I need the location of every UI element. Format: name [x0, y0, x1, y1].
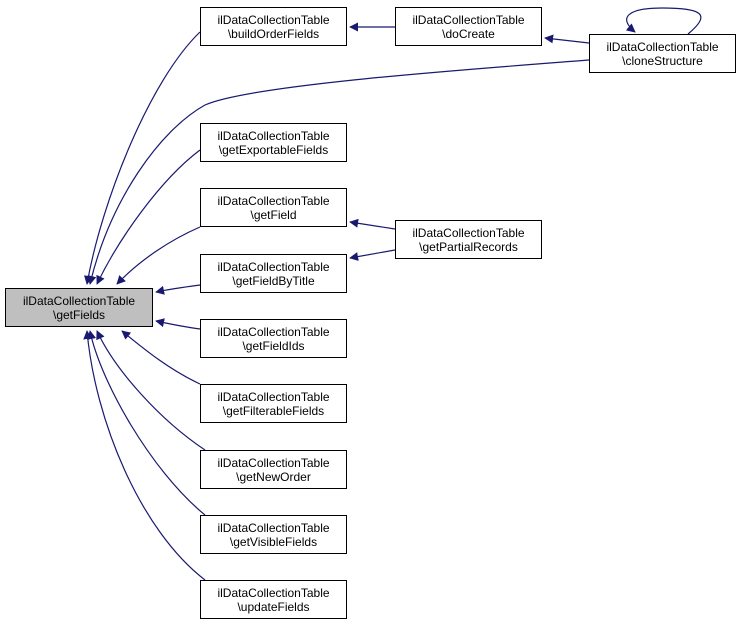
node-getvisiblefields-line2: \getVisibleFields: [229, 534, 318, 549]
edge-getvisiblefields-to-getfields: [87, 330, 206, 516]
node-clonestructure-line1: ilDataCollectionTable: [606, 39, 719, 54]
node-getfield-line1: ilDataCollectionTable: [217, 193, 330, 208]
node-docreate-line2: \doCreate: [442, 26, 495, 41]
edge-getexportablefields-to-getfields: [96, 149, 201, 285]
node-getfilterablefields-line2: \getFilterableFields: [222, 403, 325, 418]
node-updatefields-line1: ilDataCollectionTable: [217, 585, 330, 600]
node-getexportablefields-line1: ilDataCollectionTable: [217, 128, 330, 143]
node-updatefields[interactable]: ilDataCollectionTable \updateFields: [200, 580, 347, 619]
edge-getpartialrecords-to-getfieldbytitle: [349, 249, 396, 262]
node-getvisiblefields[interactable]: ilDataCollectionTable \getVisibleFields: [200, 515, 347, 554]
node-getfieldbytitle-line2: \getFieldByTitle: [232, 273, 315, 288]
edge-getfilterablefields-to-getfields: [121, 330, 201, 385]
node-buildorderfields-line2: \buildOrderFields: [227, 26, 320, 41]
edge-buildorderfields-to-getfields: [83, 31, 201, 285]
node-getexportablefields-line2: \getExportableFields: [218, 142, 329, 157]
node-getfield-line2: \getField: [250, 207, 297, 222]
node-getfields-line1: ilDataCollectionTable: [22, 293, 136, 308]
node-getfieldids[interactable]: ilDataCollectionTable \getFieldIds: [200, 319, 347, 358]
node-getfilterablefields-line1: ilDataCollectionTable: [217, 389, 330, 404]
node-clonestructure-line2: \cloneStructure: [622, 53, 703, 68]
node-getfieldids-line2: \getFieldIds: [242, 338, 305, 353]
node-getfieldbytitle-line1: ilDataCollectionTable: [217, 259, 330, 274]
node-getneworder-line1: ilDataCollectionTable: [217, 455, 330, 470]
node-getfieldbytitle[interactable]: ilDataCollectionTable \getFieldByTitle: [200, 254, 347, 293]
node-buildorderfields-line1: ilDataCollectionTable: [217, 12, 330, 27]
node-getpartialrecords-line1: ilDataCollectionTable: [412, 225, 525, 240]
edge-getfield-to-getfields: [116, 226, 201, 285]
node-getfilterablefields[interactable]: ilDataCollectionTable \getFilterableFiel…: [200, 384, 347, 423]
edge-getpartialrecords-to-getfield: [349, 218, 396, 230]
node-getfields-line2: \getFields: [52, 307, 106, 322]
edge-getneworder-to-getfields: [96, 330, 206, 451]
edge-clonestructure-to-docreate: [544, 34, 590, 44]
node-clonestructure[interactable]: ilDataCollectionTable \cloneStructure: [589, 34, 736, 73]
node-getfieldids-line1: ilDataCollectionTable: [217, 324, 330, 339]
node-getfields[interactable]: ilDataCollectionTable \getFields: [5, 288, 153, 327]
edge-clonestructure-to-getfields: [87, 59, 590, 285]
node-updatefields-line2: \updateFields: [237, 599, 310, 614]
edge-getfieldbytitle-to-getfields: [155, 284, 201, 295]
node-buildorderfields[interactable]: ilDataCollectionTable \buildOrderFields: [200, 7, 347, 46]
node-getpartialrecords-line2: \getPartialRecords: [419, 239, 518, 254]
node-getneworder[interactable]: ilDataCollectionTable \getNewOrder: [200, 450, 347, 489]
node-getexportablefields[interactable]: ilDataCollectionTable \getExportableFiel…: [200, 123, 347, 162]
edge-updatefields-to-getfields: [83, 330, 206, 581]
node-getneworder-line2: \getNewOrder: [236, 469, 311, 484]
edge-clonestructure-to-clonestructure: [625, 7, 702, 35]
node-getfield[interactable]: ilDataCollectionTable \getField: [200, 188, 347, 227]
node-getvisiblefields-line1: ilDataCollectionTable: [217, 520, 330, 535]
node-getpartialrecords[interactable]: ilDataCollectionTable \getPartialRecords: [395, 220, 542, 259]
node-docreate-line1: ilDataCollectionTable: [412, 12, 525, 27]
node-docreate[interactable]: ilDataCollectionTable \doCreate: [395, 7, 542, 46]
edge-getfieldids-to-getfields: [155, 318, 201, 330]
